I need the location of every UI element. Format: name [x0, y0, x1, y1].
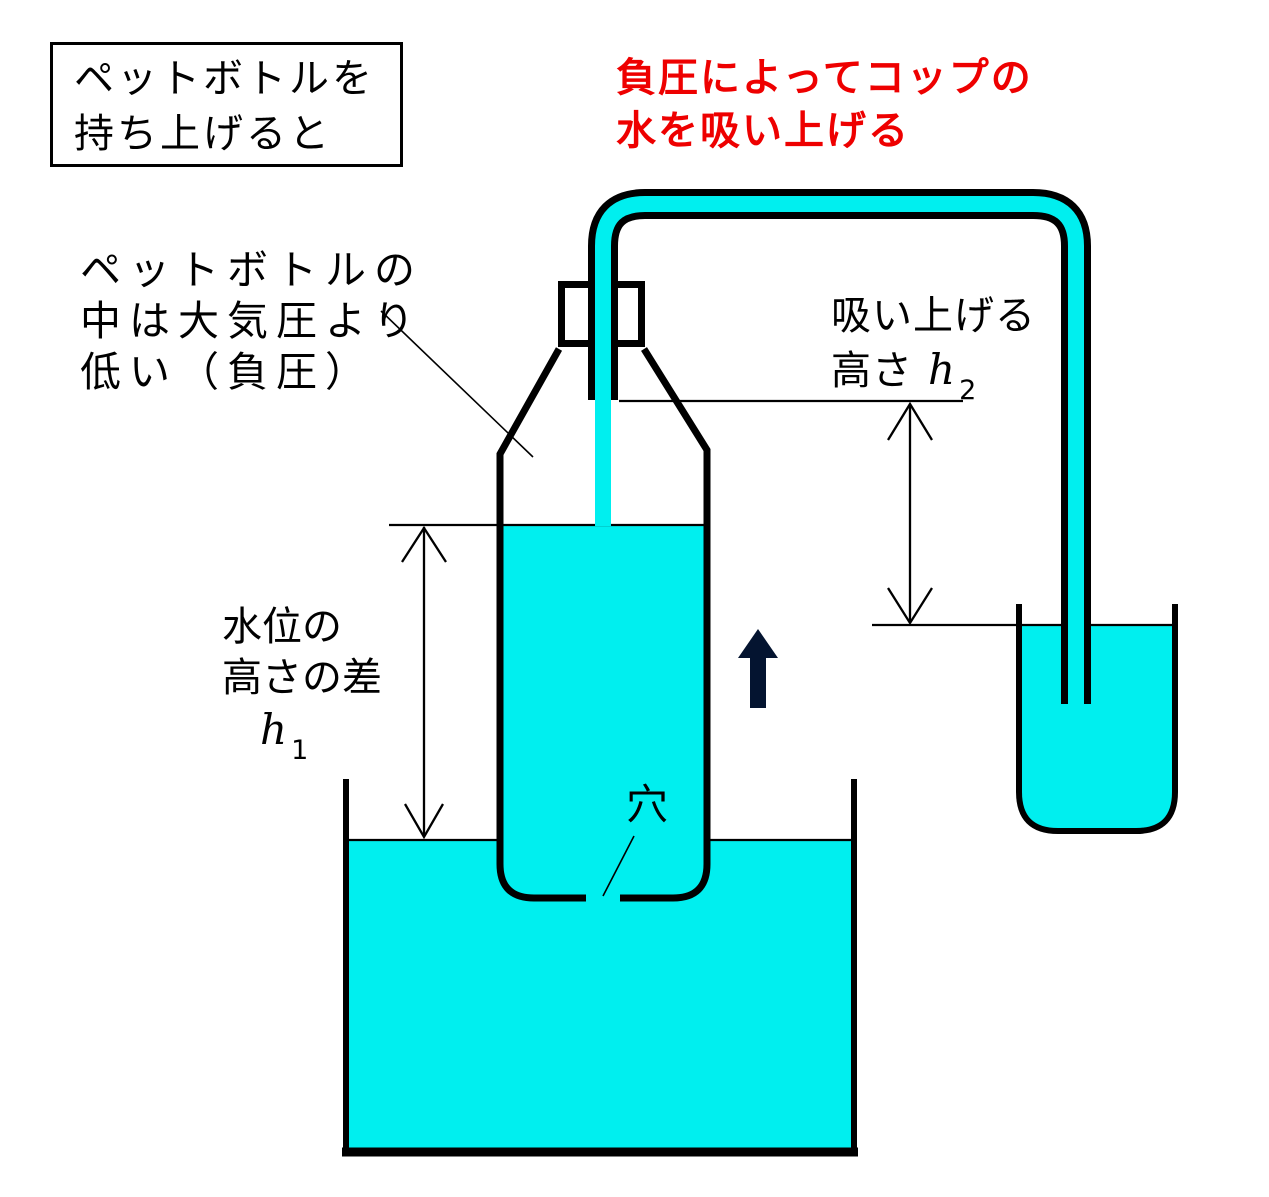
- suction-label-line-1: 吸い上げる: [831, 293, 1036, 339]
- h1-subscript: 1: [291, 735, 309, 766]
- h1-arrowhead-down-icon: [404, 803, 444, 840]
- red-note-line-2: 水を吸い上げる: [616, 108, 910, 154]
- h1-symbol: h: [260, 705, 288, 754]
- pet-bottle: [389, 281, 711, 902]
- cup-water: [1022, 624, 1172, 828]
- hole-label: 穴: [626, 780, 669, 829]
- h1-arrowhead-up-icon: [401, 525, 447, 563]
- cup: [1016, 604, 1178, 834]
- red-note-line-1: 負圧によってコップの: [616, 55, 1033, 101]
- level-label-line-2: 高さの差: [222, 655, 382, 701]
- bottle-note-line-1: ペットボトルの: [80, 246, 423, 294]
- siphon-tube: [588, 189, 1091, 737]
- negative-pressure-note: 負圧によってコップの 水を吸い上げる: [616, 52, 1033, 158]
- bottle-outline-left: [496, 347, 586, 902]
- h1-dimension: [401, 525, 447, 840]
- bottle-note-line-2: 中は大気圧より: [80, 297, 423, 345]
- h2-subscript: 2: [959, 375, 977, 406]
- level-label-line-1: 水位の: [222, 604, 342, 650]
- bottle-water: [503, 524, 704, 894]
- bottle-pressure-note: ペットボトルの 中は大気圧より 低い（負圧）: [80, 245, 423, 398]
- suction-label-prefix: 高さ: [831, 348, 913, 394]
- title-box: ペットボトルを 持ち上げると: [50, 42, 403, 167]
- leader-line-negative-pressure: [380, 310, 534, 458]
- h2-arrowhead-up-icon: [887, 401, 933, 441]
- title-line-2: 持ち上げると: [74, 111, 332, 157]
- bottle-note-line-3: 低い（負圧）: [80, 348, 374, 396]
- leader-line-hole: [602, 835, 635, 897]
- title-line-1: ペットボトルを: [74, 56, 375, 102]
- h2-dimension: [619, 399, 1019, 627]
- cup-outline: [1016, 604, 1178, 834]
- h2-symbol: h: [928, 345, 956, 394]
- bottle-outline-right: [620, 347, 711, 902]
- lift-up-arrow-icon: [738, 629, 778, 708]
- tube-water: [595, 196, 1084, 737]
- h2-arrowhead-down-icon: [887, 587, 933, 626]
